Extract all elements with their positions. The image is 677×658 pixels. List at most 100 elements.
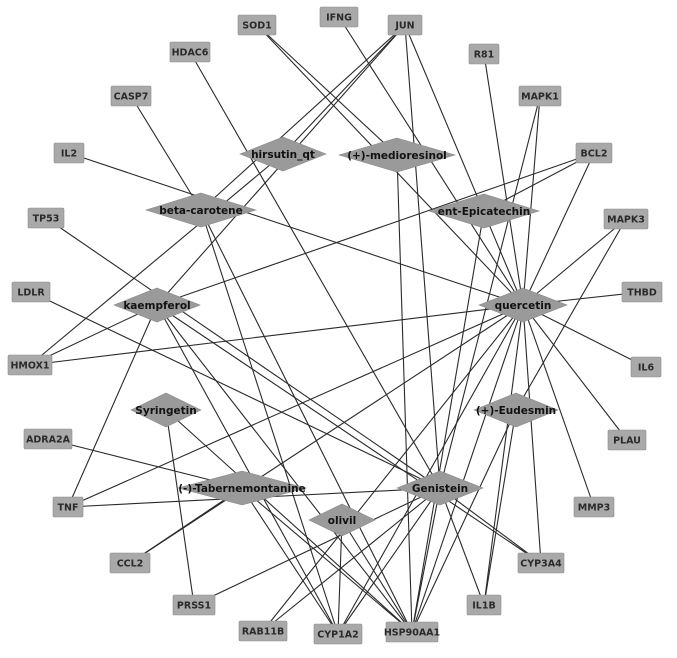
target-box bbox=[237, 14, 277, 36]
compound-node-syringetin[interactable]: Syringetin bbox=[130, 392, 202, 428]
edge-olivil-cyp1a2 bbox=[337, 519, 343, 635]
compound-node-hirsutin-qt[interactable]: hirsutin_qt bbox=[239, 136, 327, 172]
target-label: MMP3 bbox=[578, 503, 610, 514]
edge-tabernemontanine-hsp90aa1 bbox=[241, 487, 413, 633]
target-node-tp53[interactable]: TP53 bbox=[27, 207, 65, 229]
target-node-plau[interactable]: PLAU bbox=[607, 429, 647, 451]
target-node-sod1[interactable]: SOD1 bbox=[237, 14, 277, 36]
target-box bbox=[517, 552, 565, 574]
compound-diamond bbox=[144, 192, 258, 228]
target-box bbox=[109, 552, 151, 574]
compound-node-quercetin[interactable]: quercetin bbox=[478, 287, 568, 323]
target-box bbox=[27, 207, 65, 229]
edge-genistein-hsp90aa1 bbox=[411, 487, 441, 633]
edge-genistein-il1b bbox=[439, 487, 485, 606]
target-node-thbd[interactable]: THBD bbox=[621, 281, 663, 303]
compound-node-eudesmin[interactable]: (+)-Eudesmin bbox=[473, 392, 559, 428]
target-node-cyp3a4[interactable]: CYP3A4 bbox=[517, 552, 565, 574]
target-label: SOD1 bbox=[242, 21, 271, 32]
target-node-mapk3[interactable]: MAPK3 bbox=[603, 208, 649, 230]
compound-diamond bbox=[130, 392, 202, 428]
target-node-mmp3[interactable]: MMP3 bbox=[573, 496, 615, 518]
edge-quercetin-bcl2 bbox=[522, 152, 595, 306]
compound-diamond bbox=[113, 287, 201, 323]
edge-olivil-hsp90aa1 bbox=[341, 519, 413, 633]
edge-syringetin-prss1 bbox=[165, 409, 195, 606]
target-label: MAPK1 bbox=[521, 92, 559, 103]
target-box bbox=[575, 142, 613, 164]
compound-label: (+)-Eudesmin bbox=[476, 405, 556, 417]
target-node-il6[interactable]: IL6 bbox=[630, 356, 662, 378]
edge-quercetin-mapk3 bbox=[522, 218, 627, 306]
target-box bbox=[603, 208, 649, 230]
edge-layer bbox=[29, 16, 647, 635]
target-label: CASP7 bbox=[114, 92, 149, 103]
edge-kaempferol-cyp1a2 bbox=[156, 304, 339, 635]
target-label: CCL2 bbox=[117, 559, 144, 570]
edge-eudesmin-hsp90aa1 bbox=[411, 409, 517, 633]
target-node-jun[interactable]: JUN bbox=[387, 14, 423, 36]
target-node-r81[interactable]: R81 bbox=[468, 43, 500, 65]
target-box bbox=[110, 85, 152, 107]
compound-node-beta-carotene[interactable]: beta-carotene bbox=[144, 192, 258, 228]
compound-diamond bbox=[308, 503, 376, 537]
compound-node-ent-epicatechin[interactable]: ent-Epicatechin bbox=[427, 193, 541, 229]
compound-diamond bbox=[473, 392, 559, 428]
edge-quercetin-il1b bbox=[483, 304, 524, 606]
edge-quercetin-cyp3a4 bbox=[522, 304, 542, 564]
compound-diamond bbox=[396, 470, 484, 506]
target-node-tnf[interactable]: TNF bbox=[52, 496, 84, 518]
target-node-ccl2[interactable]: CCL2 bbox=[109, 552, 151, 574]
edge-beta-carotene-casp7 bbox=[130, 95, 202, 211]
target-node-bcl2[interactable]: BCL2 bbox=[575, 142, 613, 164]
target-node-hdac6[interactable]: HDAC6 bbox=[169, 41, 211, 63]
edge-kaempferol-cyp3a4 bbox=[156, 304, 542, 564]
compound-node-olivil[interactable]: olivil bbox=[308, 503, 376, 537]
compound-node-kaempferol[interactable]: kaempferol bbox=[113, 287, 201, 323]
target-node-hsp90aa1[interactable]: HSP90AA1 bbox=[384, 621, 440, 643]
compound-node-medioresinol[interactable]: (+)-medioresinol bbox=[337, 137, 457, 173]
target-node-rab11b[interactable]: RAB11B bbox=[238, 620, 288, 642]
edge-medioresinol-sod1 bbox=[256, 24, 398, 156]
edge-ent-epicatechin-hsp90aa1 bbox=[411, 210, 485, 633]
edge-medioresinol-hsp90aa1 bbox=[396, 154, 413, 633]
target-label: HMOX1 bbox=[10, 361, 49, 372]
edge-quercetin-il2 bbox=[68, 152, 524, 306]
compound-label: hirsutin_qt bbox=[251, 149, 315, 161]
target-label: IFNG bbox=[326, 13, 352, 24]
target-node-prss1[interactable]: PRSS1 bbox=[172, 594, 216, 616]
target-label: HSP90AA1 bbox=[384, 628, 440, 639]
compound-label: olivil bbox=[328, 515, 356, 527]
target-node-casp7[interactable]: CASP7 bbox=[110, 85, 152, 107]
target-node-adra2a[interactable]: ADRA2A bbox=[23, 428, 73, 450]
target-node-cyp1a2[interactable]: CYP1A2 bbox=[313, 623, 363, 645]
target-box bbox=[630, 356, 662, 378]
target-node-mapk1[interactable]: MAPK1 bbox=[518, 85, 562, 107]
target-box bbox=[53, 142, 85, 164]
target-label: IL1B bbox=[472, 601, 495, 612]
target-box bbox=[387, 14, 423, 36]
target-box bbox=[169, 41, 211, 63]
target-node-hmox1[interactable]: HMOX1 bbox=[7, 354, 53, 376]
edge-beta-carotene-cyp1a2 bbox=[200, 209, 339, 635]
compound-node-genistein[interactable]: Genistein bbox=[396, 470, 484, 506]
edge-quercetin-r81 bbox=[483, 53, 524, 306]
edge-genistein-rab11b bbox=[262, 487, 441, 632]
target-node-il1b[interactable]: IL1B bbox=[466, 594, 502, 616]
edge-quercetin-cyp1a2 bbox=[337, 304, 524, 635]
edge-beta-carotene-jun bbox=[200, 24, 406, 211]
target-label: LDLR bbox=[17, 288, 45, 299]
edge-genistein-mapk1 bbox=[439, 95, 541, 489]
edge-kaempferol-tnf bbox=[67, 304, 158, 508]
target-node-ifng[interactable]: IFNG bbox=[319, 6, 359, 28]
compound-node-tabernemontanine[interactable]: (-)-Tabernemontanine bbox=[176, 470, 308, 506]
target-box bbox=[468, 43, 500, 65]
target-node-il2[interactable]: IL2 bbox=[53, 142, 85, 164]
target-node-ldlr[interactable]: LDLR bbox=[11, 281, 51, 303]
target-label: THBD bbox=[627, 288, 657, 299]
edge-kaempferol-bcl2 bbox=[156, 152, 595, 306]
edge-quercetin-jun bbox=[404, 24, 524, 306]
edge-genistein-cyp3a4 bbox=[439, 487, 542, 564]
